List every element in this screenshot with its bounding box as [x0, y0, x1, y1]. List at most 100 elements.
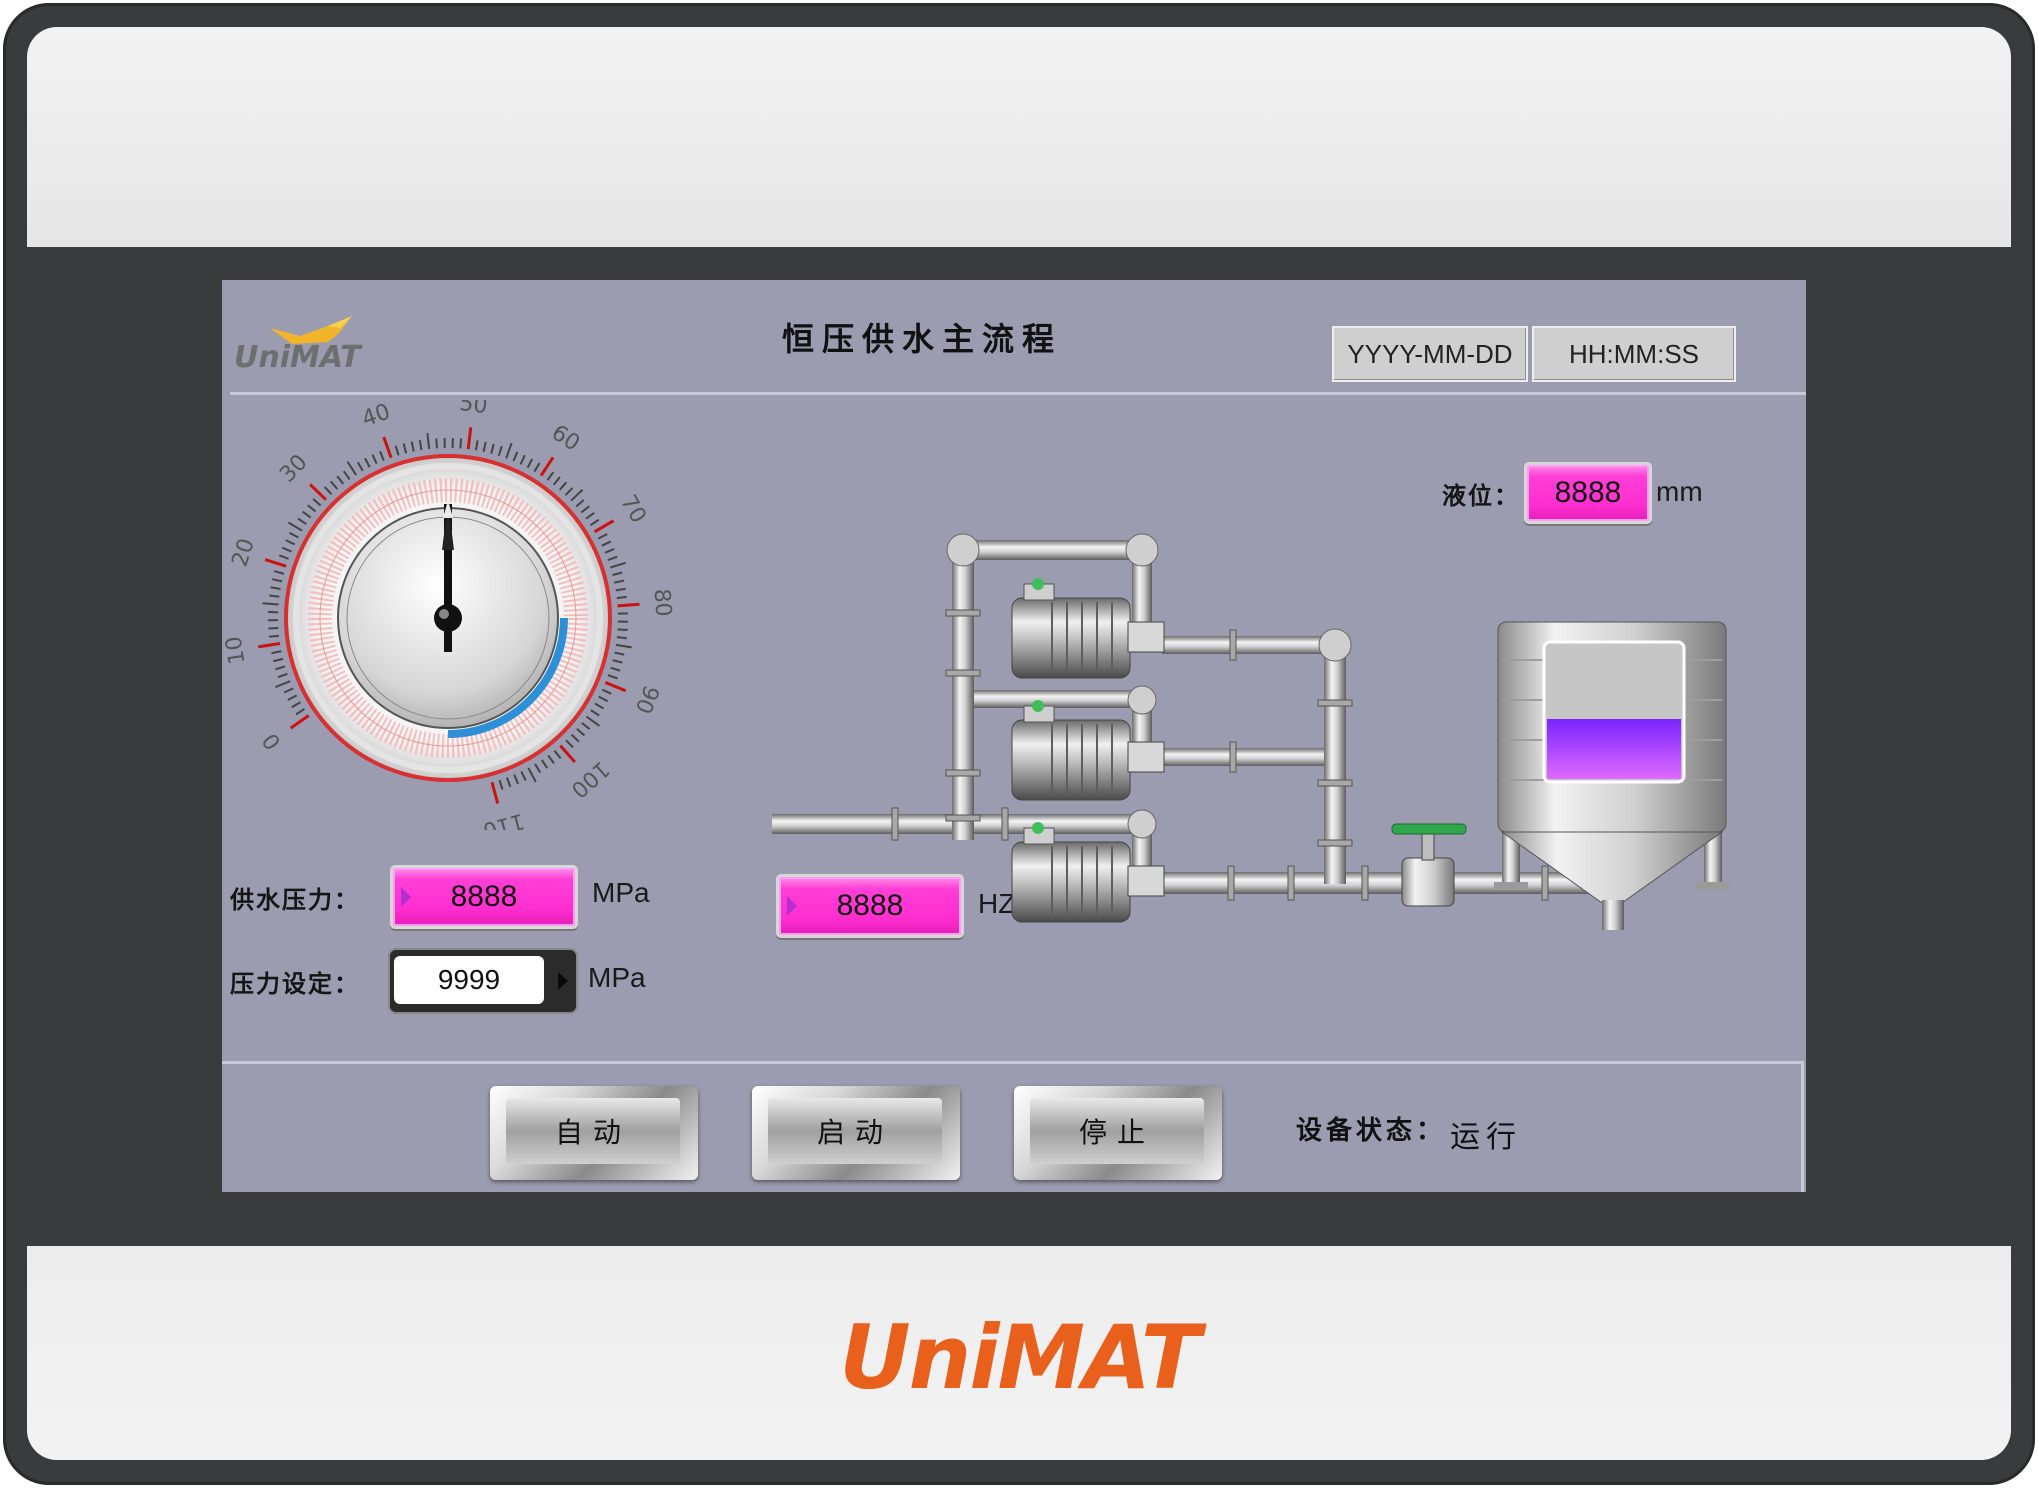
gauge-tick: [604, 681, 627, 693]
gauge-tick: [534, 763, 542, 774]
gauge-tick: [257, 642, 281, 649]
device-status-value: 运行: [1450, 1120, 1522, 1155]
level-value: 8888: [1554, 476, 1622, 509]
pressure-setpoint-input[interactable]: 9999: [388, 948, 578, 1014]
tank-liquid-level: [1547, 719, 1681, 779]
gauge-tick: [540, 759, 549, 769]
gauge-tick: [612, 571, 623, 577]
device-status-label: 设备状态：: [1296, 1116, 1447, 1146]
gauge-scale-label: 40: [359, 400, 394, 432]
gauge-tick: [312, 498, 322, 507]
gauge-tick: [490, 781, 500, 804]
gauge-tick: [526, 458, 534, 469]
gauge-tick: [565, 739, 574, 749]
valve-icon: [1391, 823, 1467, 907]
gauge-tick: [323, 486, 333, 495]
gauge-tick: [533, 462, 541, 473]
gauge-tick: [330, 480, 339, 490]
stop-button[interactable]: 停止: [1014, 1086, 1222, 1180]
supply-pressure-unit: MPa: [592, 877, 650, 908]
auto-button-label: 自动: [506, 1098, 680, 1164]
gauge-tick: [466, 427, 473, 450]
logo-wing-icon: [270, 316, 352, 344]
page-title: 恒压供水主流程: [782, 320, 1063, 358]
frequency-unit: HZ: [978, 888, 1016, 919]
gauge-scale-label: 20: [228, 536, 260, 570]
gauge-tick: [614, 579, 625, 584]
gauge-tick: [302, 510, 312, 519]
gauge-tick: [336, 475, 345, 485]
header-divider: [230, 392, 1806, 395]
gauge-tick: [307, 504, 317, 513]
gauge-tick: [505, 442, 513, 459]
start-button-label: 启动: [768, 1098, 942, 1164]
gauge-tick: [597, 533, 608, 540]
gauge-tick: [287, 694, 298, 701]
gauge-tick: [604, 548, 615, 554]
gauge-tick: [269, 594, 280, 598]
gauge-tick: [271, 650, 282, 655]
gauge-scale-label: 60: [547, 420, 584, 456]
gauge-tick: [615, 587, 626, 592]
gauge-tick: [379, 450, 385, 461]
gauge-tick: [612, 659, 623, 664]
gauge-tick: [278, 554, 289, 560]
gauge-tick: [570, 733, 580, 743]
gauge-tick: [617, 628, 628, 631]
gauge-tick: [585, 512, 595, 520]
pump-motor-2: [1011, 700, 1165, 801]
gauge-tick: [283, 687, 294, 694]
gauge-scale-label: 30: [275, 450, 312, 488]
gauge-tick: [268, 634, 280, 638]
date-display: YYYY-MM-DD: [1332, 326, 1528, 382]
gauge-tick: [364, 457, 371, 468]
supply-pressure-display: 8888: [390, 865, 578, 929]
gauge-tick: [273, 570, 285, 575]
auto-button[interactable]: 自动: [490, 1086, 698, 1180]
gauge-tick: [270, 586, 281, 590]
time-display: HH:MM:SS: [1532, 326, 1736, 382]
gauge-tick: [482, 441, 487, 452]
gauge-tick: [580, 505, 590, 514]
gauge-tick: [346, 460, 357, 476]
gauge-tick: [418, 440, 423, 451]
gauge-tick: [262, 602, 279, 606]
gauge-tick: [277, 672, 288, 679]
gauge-tick: [539, 456, 555, 477]
bottom-bezel: UniMAT: [27, 1246, 2011, 1460]
level-unit: mm: [1656, 476, 1703, 507]
supply-pressure-value: 8888: [450, 880, 518, 913]
gauge-tick: [546, 471, 555, 481]
gauge-tick: [593, 519, 615, 534]
gauge-tick: [382, 436, 393, 459]
gauge-needle: [434, 500, 462, 652]
frequency-value: 8888: [836, 889, 904, 922]
gauge-tick: [435, 438, 438, 449]
gauge-tick: [616, 636, 627, 640]
gauge-tick: [273, 657, 284, 663]
gauge-scale-label: 10: [222, 634, 250, 665]
gauge-scale-label: 70: [615, 491, 651, 528]
gauge-tick: [607, 674, 618, 680]
gauge-tick: [512, 451, 519, 462]
gauge-tick: [288, 531, 299, 539]
gauge-tick: [281, 546, 292, 553]
gauge-tick: [394, 445, 400, 456]
gauge-tick: [576, 728, 586, 737]
gauge-tick: [426, 433, 431, 450]
start-button[interactable]: 启动: [752, 1086, 960, 1180]
gauge-tick: [343, 470, 351, 480]
gauge-tick: [607, 555, 618, 562]
gauge-scale-label: 0: [258, 728, 287, 754]
gauge-tick: [459, 438, 463, 449]
pressure-setpoint-label: 压力设定：: [230, 969, 360, 998]
gauge-tick: [297, 517, 307, 525]
gauge-tick: [410, 441, 415, 452]
gauge-tick: [371, 454, 378, 465]
pressure-setpoint-value[interactable]: 9999: [394, 956, 544, 1004]
gauge-tick: [617, 602, 640, 608]
gauge-tick: [272, 578, 283, 583]
gauge-tick: [601, 540, 612, 547]
device-brand-logo: UniMAT: [839, 1306, 1201, 1409]
gauge-tick: [552, 476, 561, 486]
